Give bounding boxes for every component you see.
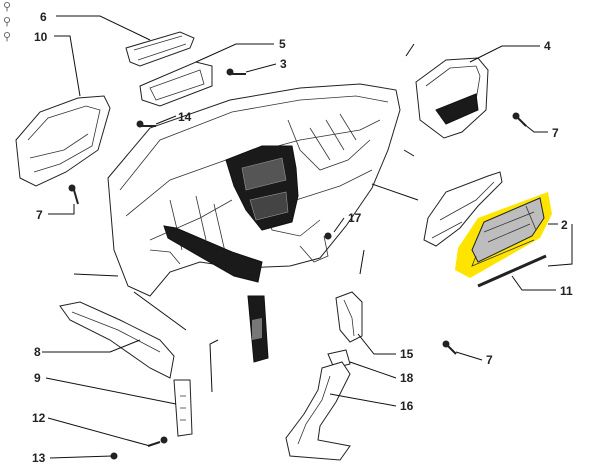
callout-8[interactable]: 8 [34, 345, 41, 359]
zoom-toolbar: ⚲ ⚲ ⚲ [0, 0, 16, 43]
callout-3[interactable]: 3 [280, 57, 287, 71]
screw-12 [147, 436, 168, 447]
part-8-side-trim [59, 301, 175, 379]
highlighted-part-2[interactable] [455, 192, 552, 278]
screw-7-left [68, 184, 79, 205]
screw-3 [226, 68, 246, 76]
callout-2[interactable]: 2 [561, 218, 568, 232]
callout-14[interactable]: 14 [178, 110, 192, 124]
seal-strip-11 [477, 254, 547, 288]
callout-16[interactable]: 16 [400, 399, 414, 413]
center-console-stack [225, 145, 299, 231]
zoom-out-icon[interactable]: ⚲ [2, 30, 12, 43]
callout-7-right-top[interactable]: 7 [552, 126, 559, 140]
screw-13 [110, 452, 118, 460]
screw-14 [136, 120, 156, 128]
callout-4[interactable]: 4 [544, 39, 551, 53]
part-10-shroud [15, 95, 111, 187]
lower-trim-dark [163, 225, 263, 283]
duct-15 [335, 291, 363, 343]
glove-box-housing [423, 171, 503, 247]
callout-18[interactable]: 18 [400, 371, 414, 385]
duct-18 [327, 349, 351, 369]
screw-7-right-bottom [442, 340, 457, 355]
part-5-bezel [139, 61, 213, 107]
callout-5[interactable]: 5 [279, 37, 286, 51]
zoom-in-icon[interactable]: ⚲ [2, 15, 12, 28]
callout-12[interactable]: 12 [32, 411, 46, 425]
callout-17[interactable]: 17 [348, 211, 362, 225]
search-icon[interactable]: ⚲ [2, 0, 12, 13]
callout-15[interactable]: 15 [400, 347, 414, 361]
screw-7-right-top [512, 112, 527, 127]
part-9-bracket [173, 379, 193, 437]
callout-9[interactable]: 9 [34, 371, 41, 385]
leader-lines [42, 15, 573, 459]
callout-6[interactable]: 6 [40, 10, 47, 24]
center-vertical-panel [247, 295, 269, 363]
callout-11[interactable]: 11 [560, 284, 573, 298]
callout-13[interactable]: 13 [32, 451, 46, 465]
callout-7-right-bottom[interactable]: 7 [486, 353, 493, 367]
screw-17 [324, 232, 332, 240]
part-6-cover [125, 31, 195, 67]
callout-10[interactable]: 10 [34, 30, 48, 44]
callout-7-left[interactable]: 7 [36, 208, 43, 222]
part-4-vent [415, 57, 489, 139]
duct-16 [285, 361, 351, 461]
